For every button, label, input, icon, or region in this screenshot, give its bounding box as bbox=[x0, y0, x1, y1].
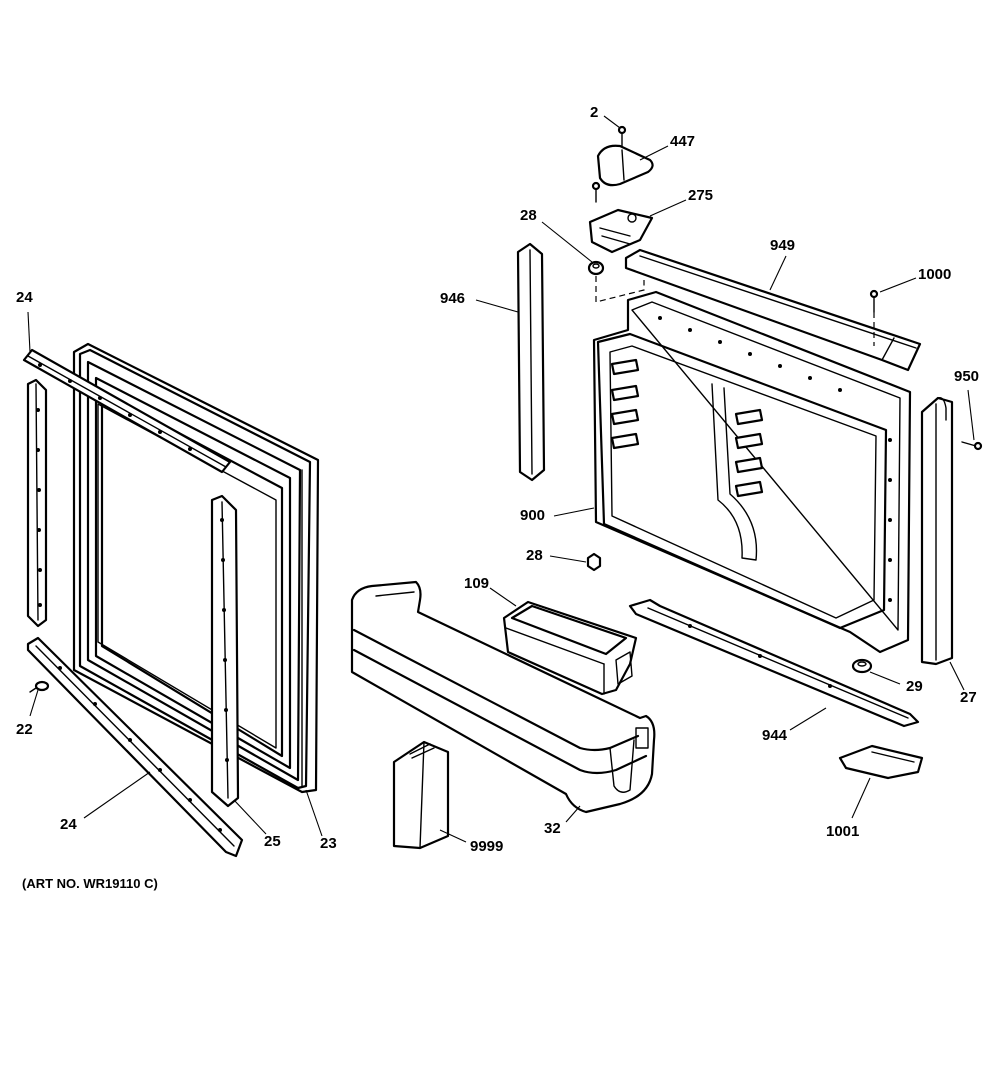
bushing-28-top-part bbox=[587, 260, 645, 303]
callout-949: 949 bbox=[770, 237, 796, 254]
left-retainer-strip-part bbox=[26, 378, 48, 628]
callout-28-top: 28 bbox=[520, 207, 537, 224]
screw-22-part bbox=[29, 680, 50, 693]
manual-9999-part bbox=[392, 740, 450, 850]
callout-447: 447 bbox=[670, 133, 696, 150]
callout-28-mid: 28 bbox=[526, 547, 543, 564]
callout-23: 23 bbox=[320, 835, 337, 852]
callout-109: 109 bbox=[464, 575, 490, 592]
bottom-retainer-strip-part bbox=[26, 636, 244, 858]
callout-22: 22 bbox=[16, 721, 33, 738]
vertical-strip-946-part bbox=[516, 242, 546, 482]
hinge-275-part bbox=[588, 208, 654, 254]
callout-27: 27 bbox=[960, 689, 977, 706]
callout-1000: 1000 bbox=[918, 266, 952, 283]
callout-946: 946 bbox=[440, 290, 466, 307]
callout-950: 950 bbox=[954, 368, 980, 385]
screw-1000-part bbox=[869, 289, 879, 346]
hinge-cover-447-part bbox=[596, 144, 654, 187]
callout-944: 944 bbox=[762, 727, 788, 744]
callout-900: 900 bbox=[520, 507, 546, 524]
screw-2-part bbox=[617, 125, 627, 147]
callout-2: 2 bbox=[590, 104, 599, 121]
dairy-bin-109-part bbox=[502, 600, 638, 696]
nut-28-mid-part bbox=[586, 552, 602, 572]
callout-275: 275 bbox=[688, 187, 714, 204]
right-retainer-strip-part bbox=[210, 494, 240, 808]
door-shelf-32-part bbox=[350, 580, 656, 814]
callout-24-bottom: 24 bbox=[60, 816, 77, 833]
bracket-1001-part bbox=[838, 744, 924, 780]
callout-24-top: 24 bbox=[16, 289, 33, 306]
callout-32: 32 bbox=[544, 820, 561, 837]
door-gasket-part bbox=[72, 342, 320, 794]
bottom-rail-944-part bbox=[628, 598, 920, 728]
leader-lines bbox=[27, 115, 975, 843]
screw-950-part bbox=[961, 441, 983, 451]
top-retainer-strip-part bbox=[22, 348, 232, 474]
callout-1001: 1001 bbox=[826, 823, 860, 840]
top-rail-949-part bbox=[624, 248, 922, 372]
callout-29: 29 bbox=[906, 678, 923, 695]
callout-9999: 9999 bbox=[470, 838, 504, 855]
screw-hinge-part bbox=[591, 181, 601, 203]
art-number: (ART NO. WR19110 C) bbox=[22, 876, 158, 891]
side-trim-27-part bbox=[920, 396, 954, 666]
callout-25: 25 bbox=[264, 833, 281, 850]
door-liner-900-part bbox=[592, 290, 912, 654]
bushing-29-part bbox=[851, 658, 873, 674]
